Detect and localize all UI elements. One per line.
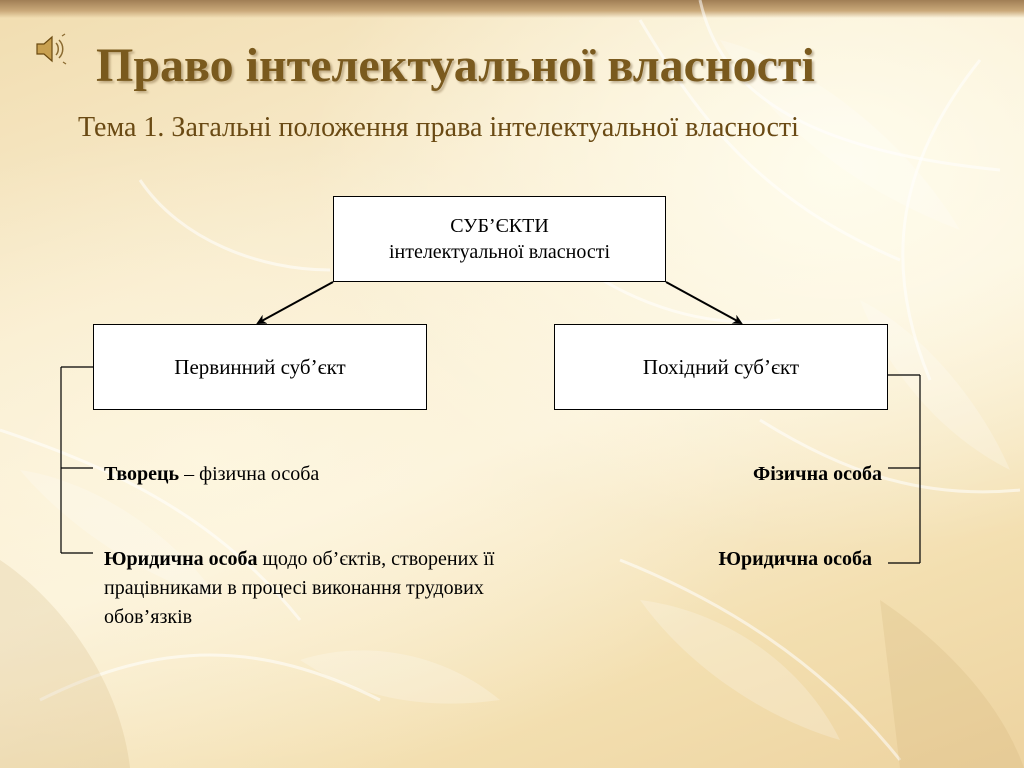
derived-item-legal-entity: Юридична особа [560,545,873,574]
primary-item-creator-bold: Творець [104,463,180,485]
right-bracket [888,374,921,564]
primary-item-creator-rest: – фізична особа [179,463,320,485]
subjects-title: СУБ’ЄКТИ [450,215,549,237]
derived-item-individual-bold: Фізична особа [753,463,882,485]
derived-subject-box: Похідний суб’єкт [554,324,888,410]
primary-item-legal-entity-bold: Юридична особа [104,548,258,570]
derived-item-individual: Фізична особа [560,460,882,489]
primary-subject-box: Первинний суб’єкт [93,324,427,410]
speaker-icon[interactable] [34,32,68,66]
top-band [0,0,1024,18]
subjects-subtitle: інтелектуальної власності [388,241,611,263]
left-bracket [60,366,93,554]
primary-item-legal-entity: Юридична особа щодо об’єктів, створених … [104,545,524,632]
primary-item-creator: Творець – фізична особа [104,460,524,489]
derived-item-legal-entity-bold: Юридична особа [718,548,873,570]
arrow-to-primary [256,281,334,324]
slide-title: Право інтелектуальної власності [96,39,815,92]
slide-subtitle: Тема 1. Загальні положення права інтелек… [78,112,799,143]
primary-item-legal-entity-rest: щодо об’єктів, створених її працівниками… [104,548,495,628]
primary-subject-label: Первинний суб’єкт [174,354,346,379]
derived-subject-label: Похідний суб’єкт [642,354,800,379]
arrow-to-derived [665,281,743,324]
subjects-box: СУБ’ЄКТИ інтелектуальної власності [333,196,666,282]
